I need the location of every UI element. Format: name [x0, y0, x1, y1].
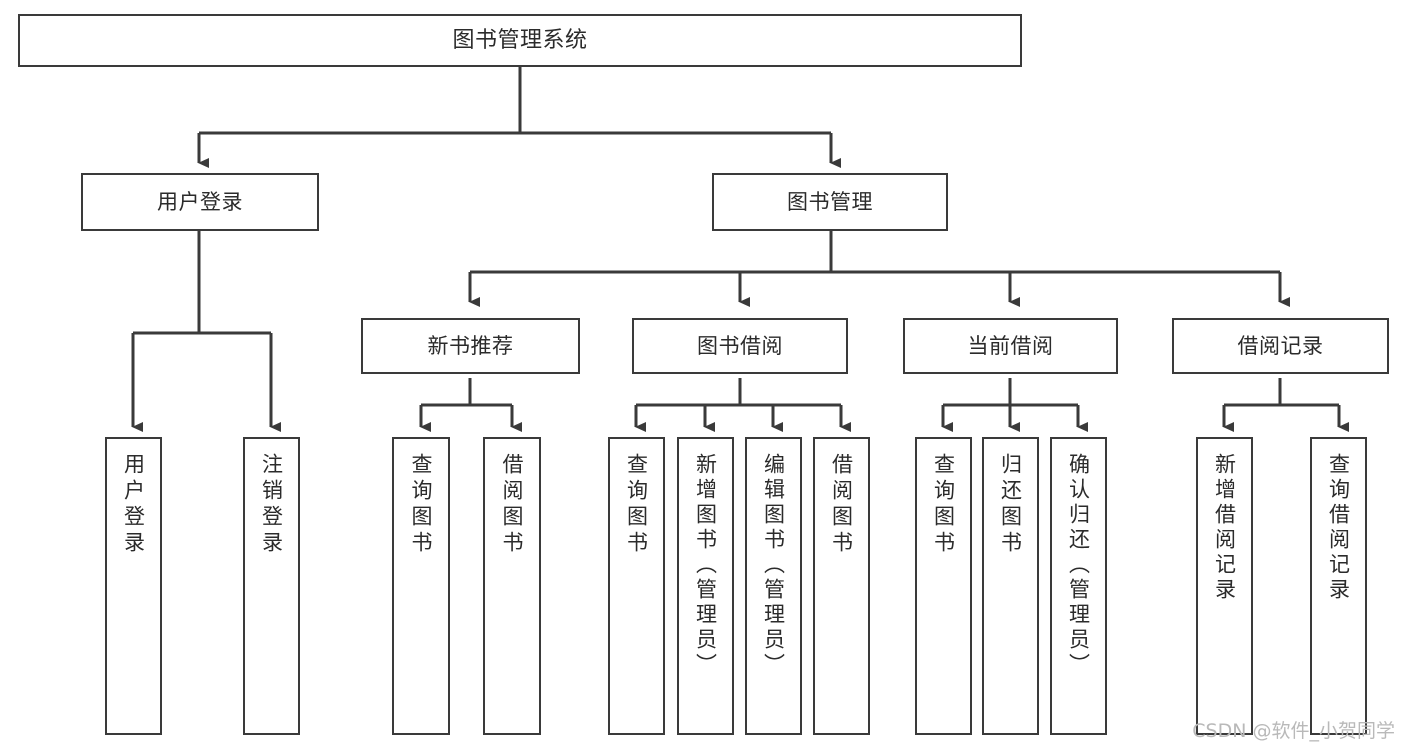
leaf-new-book-query-book[interactable]: 查询图书	[392, 437, 450, 735]
node-user-login[interactable]: 用户登录	[81, 173, 319, 231]
node-label: 借阅图书	[829, 453, 854, 557]
node-borrow-record[interactable]: 借阅记录	[1172, 318, 1389, 374]
leaf-current-borrow-query-book[interactable]: 查询图书	[915, 437, 972, 735]
node-label: 新增借阅记录	[1212, 453, 1237, 603]
node-root-book-management-system[interactable]: 图书管理系统	[18, 14, 1022, 67]
node-label: 查询借阅记录	[1326, 453, 1351, 603]
node-book-borrow[interactable]: 图书借阅	[632, 318, 848, 374]
leaf-book-borrow-query-book[interactable]: 查询图书	[608, 437, 665, 735]
node-label: 图书借阅	[697, 333, 783, 358]
node-label: 查询图书	[931, 453, 956, 557]
leaf-book-borrow-add-book-admin[interactable]: 新增图书（管理员）	[677, 437, 734, 735]
leaf-borrow-record-add-record[interactable]: 新增借阅记录	[1196, 437, 1253, 735]
leaf-book-borrow-edit-book-admin[interactable]: 编辑图书（管理员）	[745, 437, 802, 735]
leaf-book-borrow-borrow-book[interactable]: 借阅图书	[813, 437, 870, 735]
node-label: 新书推荐	[427, 333, 514, 358]
node-new-book-recommend[interactable]: 新书推荐	[361, 318, 580, 374]
node-label: 借阅图书	[500, 453, 525, 557]
node-label: 注销登录	[259, 453, 284, 557]
leaf-current-borrow-confirm-return-admin[interactable]: 确认归还（管理员）	[1050, 437, 1107, 735]
node-label: 确认归还（管理员）	[1066, 453, 1091, 678]
leaf-new-book-borrow-book[interactable]: 借阅图书	[483, 437, 541, 735]
node-label: 图书管理系统	[452, 27, 588, 53]
leaf-user-login-logout[interactable]: 注销登录	[243, 437, 300, 735]
node-label: 查询图书	[624, 453, 649, 557]
node-label: 用户登录	[157, 189, 243, 214]
node-label: 借阅记录	[1237, 333, 1324, 358]
node-book-management[interactable]: 图书管理	[712, 173, 948, 231]
node-label: 当前借阅	[967, 333, 1054, 358]
node-label: 查询图书	[409, 453, 434, 557]
node-label: 编辑图书（管理员）	[761, 453, 786, 678]
leaf-user-login-login[interactable]: 用户登录	[105, 437, 162, 735]
node-label: 图书管理	[787, 189, 873, 214]
node-label: 归还图书	[998, 453, 1023, 557]
node-label: 用户登录	[121, 453, 146, 557]
leaf-current-borrow-return-book[interactable]: 归还图书	[982, 437, 1039, 735]
node-label: 新增图书（管理员）	[693, 453, 718, 678]
leaf-borrow-record-query-record[interactable]: 查询借阅记录	[1310, 437, 1367, 735]
node-current-borrow[interactable]: 当前借阅	[903, 318, 1118, 374]
